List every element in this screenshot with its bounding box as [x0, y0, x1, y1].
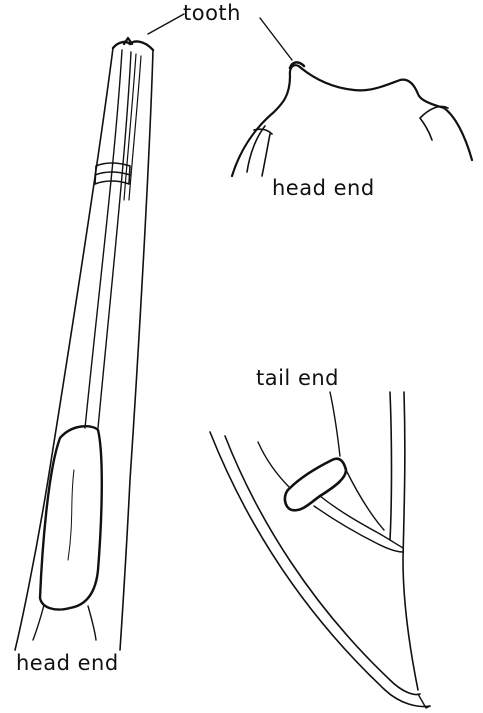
stylet-line-4 — [129, 56, 141, 200]
tail-organ — [285, 459, 346, 511]
head-end-detail-drawing — [232, 62, 472, 176]
tail-inner-wall — [225, 436, 420, 694]
head-end-upper-label: head end — [272, 178, 375, 199]
bulb-inner-line — [68, 470, 74, 560]
tail-end-label: tail end — [256, 368, 339, 389]
tail-organ-duct-2 — [258, 442, 290, 488]
tail-channel — [314, 470, 403, 552]
head-right-lobe — [420, 106, 448, 140]
intestine-left — [33, 605, 44, 640]
oesophageal-bulb — [40, 426, 102, 609]
head-end-lower-label: head end — [16, 653, 119, 674]
head-left-lobe — [247, 126, 272, 176]
tail-organ-duct-1 — [330, 392, 340, 456]
long-body-drawing — [15, 38, 153, 650]
head-tip — [113, 42, 153, 50]
intestine-right — [88, 606, 96, 640]
tail-right-wall — [390, 392, 418, 690]
head-outline — [232, 65, 472, 176]
tooth-label: tooth — [183, 3, 241, 24]
tail-outer-wall — [210, 432, 430, 706]
tail-end-drawing — [210, 392, 430, 708]
stylet-line-2 — [98, 52, 131, 428]
